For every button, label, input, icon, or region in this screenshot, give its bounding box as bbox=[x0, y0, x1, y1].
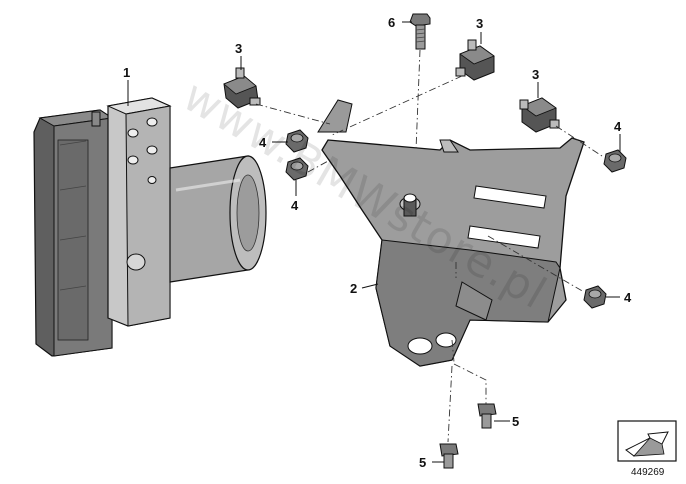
screw-upper[interactable] bbox=[477, 403, 497, 429]
rubber-mount-left[interactable] bbox=[223, 67, 261, 109]
nut-upper-left[interactable] bbox=[285, 129, 309, 153]
callout-bolt-top: 6 bbox=[388, 15, 395, 30]
callout-screw-lower: 5 bbox=[419, 455, 426, 470]
nut-lower-left[interactable] bbox=[285, 157, 309, 181]
assembly-lines bbox=[255, 49, 603, 443]
callout-nut-lower-left: 4 bbox=[291, 198, 299, 213]
rubber-mount-top[interactable] bbox=[455, 39, 495, 81]
bolt-top[interactable] bbox=[409, 13, 431, 50]
callout-rubber-mount-right: 3 bbox=[532, 67, 539, 82]
callout-rubber-mount-left: 3 bbox=[235, 41, 242, 56]
callout-nut-upper-left: 4 bbox=[259, 135, 267, 150]
callout-screw-upper: 5 bbox=[512, 414, 519, 429]
leader-lines bbox=[127, 21, 621, 463]
bracket[interactable] bbox=[317, 99, 585, 367]
nut-right-upper[interactable] bbox=[603, 149, 627, 173]
arrow-view-direction-icon bbox=[617, 420, 677, 462]
abs-unit[interactable] bbox=[33, 97, 267, 357]
callout-labels: 1 2 3 3 3 4 4 4 4 5 5 6 bbox=[123, 15, 632, 470]
callout-nut-right-lower: 4 bbox=[624, 290, 632, 305]
callout-rubber-mount-top: 3 bbox=[476, 16, 483, 31]
callout-nut-right-upper: 4 bbox=[614, 119, 622, 134]
screw-lower[interactable] bbox=[439, 443, 459, 469]
callout-bracket: 2 bbox=[350, 281, 357, 296]
callout-abs-unit: 1 bbox=[123, 65, 130, 80]
rubber-mount-right[interactable] bbox=[519, 97, 560, 133]
nut-right-lower[interactable] bbox=[583, 285, 607, 309]
reference-number: 449269 bbox=[631, 467, 665, 478]
